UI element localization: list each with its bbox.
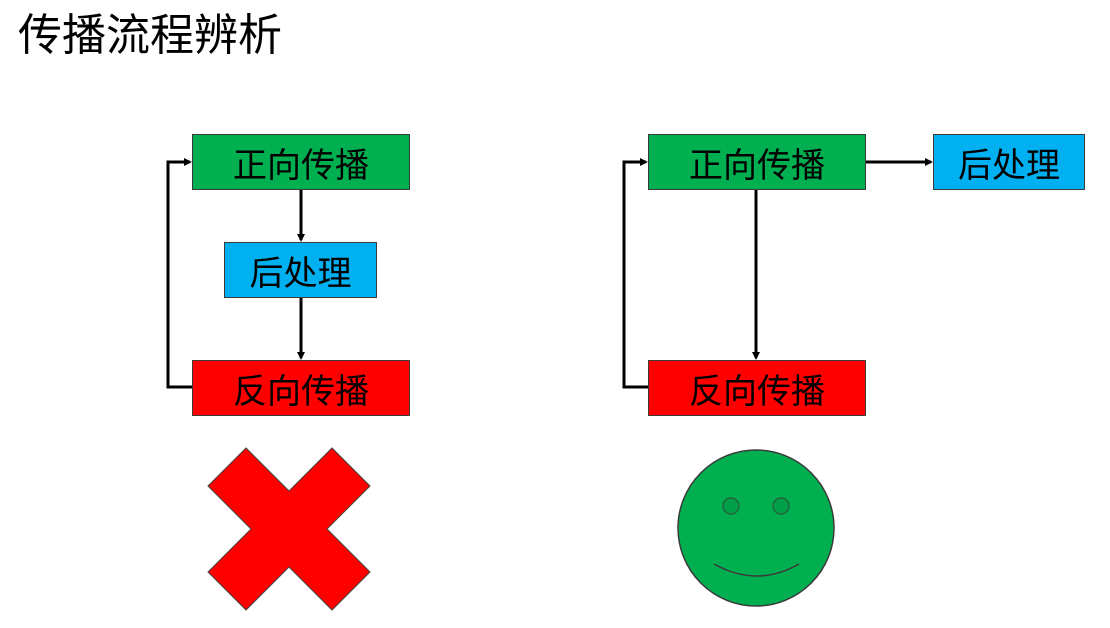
right-backward-propagation-box: 反向传播 <box>648 360 866 416</box>
page-title: 传播流程辨析 <box>18 10 282 61</box>
smiley-mouth <box>713 563 800 577</box>
cross-icon <box>207 447 371 611</box>
right-arrow-loop-back <box>622 158 648 389</box>
right-forward-propagation-box: 正向传播 <box>648 134 866 190</box>
smiley-face-icon <box>677 449 835 607</box>
right-post-label: 后处理 <box>958 145 1060 186</box>
right-forward-label: 正向传播 <box>689 145 825 186</box>
right-connectors <box>622 158 933 389</box>
left-backward-propagation-box: 反向传播 <box>192 360 410 416</box>
left-forward-label: 正向传播 <box>233 145 369 186</box>
smiley-right-eye <box>772 497 790 515</box>
cross-shape <box>207 447 371 611</box>
left-post-label: 后处理 <box>249 253 352 294</box>
left-forward-propagation-box: 正向传播 <box>192 134 410 190</box>
left-connectors <box>166 158 305 389</box>
smiley-face <box>677 449 835 607</box>
left-arrow-loop-back <box>166 158 192 389</box>
right-backward-label: 反向传播 <box>689 371 825 412</box>
smiley-left-eye <box>722 497 740 515</box>
left-post-processing-box: 后处理 <box>224 242 377 298</box>
right-post-processing-box: 后处理 <box>933 134 1085 190</box>
left-backward-label: 反向传播 <box>233 371 369 412</box>
